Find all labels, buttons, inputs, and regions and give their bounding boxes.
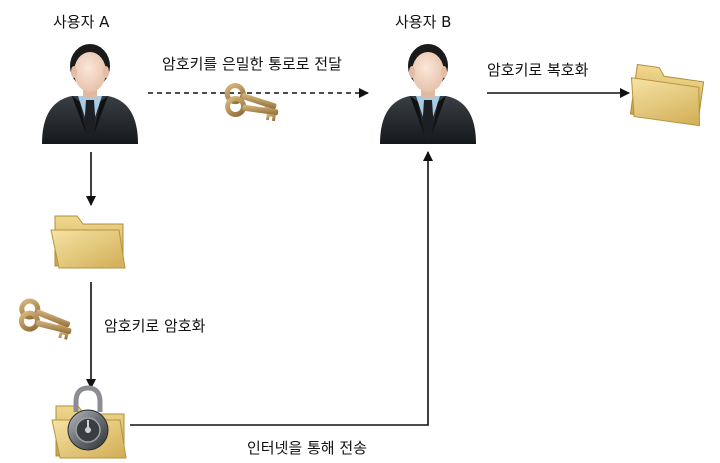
encrypt-key-icon (14, 299, 77, 347)
locked-folder-icon (51, 385, 127, 459)
transmit-arrow (130, 151, 433, 426)
send-key-label: 암호키를 은밀한 통로로 전달 (162, 55, 342, 73)
decrypt-label: 암호키로 복호화 (487, 61, 589, 79)
transmit-label: 인터넷을 통해 전송 (247, 439, 367, 457)
decrypted-folder-icon (625, 63, 708, 127)
user-b-businessman-icon (380, 44, 476, 144)
user-a-label: 사용자 A (53, 13, 110, 31)
user-a-businessman-icon (42, 44, 138, 144)
transit-key-icon (221, 84, 284, 130)
encrypt-label: 암호키로 암호화 (104, 317, 206, 335)
user-b-label: 사용자 B (395, 13, 452, 31)
plain-folder-icon (50, 215, 126, 269)
